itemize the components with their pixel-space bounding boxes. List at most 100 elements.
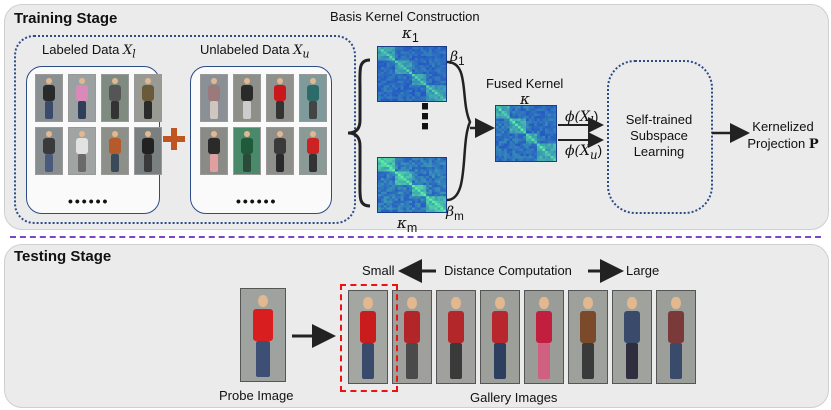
kernel-cell — [406, 178, 410, 181]
kernel-cell — [501, 133, 505, 137]
kernel-cell — [389, 53, 393, 57]
kernel-cell — [429, 78, 433, 82]
kernel-cell — [395, 67, 399, 70]
kernel-cell — [386, 200, 390, 204]
kernel-cell — [409, 158, 413, 161]
kernel-cell — [389, 49, 393, 52]
kernel-cell — [389, 60, 393, 64]
kernel-cell — [409, 169, 413, 172]
kernel-cell — [380, 67, 384, 70]
kernel-cell — [496, 151, 500, 154]
kernel-cell — [395, 47, 399, 50]
kernel-cell — [553, 106, 557, 109]
kernel-cell — [389, 167, 393, 170]
kernel-cell — [409, 62, 413, 66]
kernel-cell — [550, 116, 554, 119]
person-image — [101, 74, 129, 122]
kernel-cell — [409, 60, 413, 64]
kernel-cell — [426, 162, 430, 166]
kernel-cell — [440, 94, 444, 97]
kernel-cell — [440, 176, 444, 179]
kernel-cell — [523, 158, 527, 162]
kernel-cell — [386, 51, 390, 55]
kernel-cell — [431, 98, 435, 102]
kernel-cell — [403, 80, 407, 84]
kernel-cell — [380, 162, 384, 166]
kernel-cell — [423, 160, 427, 163]
kernel-cell — [431, 187, 435, 190]
kernel-cell — [392, 158, 396, 161]
unlabeled-image-grid — [200, 74, 327, 175]
kernel-cell — [395, 187, 399, 190]
kernel-cell — [378, 67, 382, 70]
kernel-cell — [397, 160, 401, 163]
kernel-cell — [523, 141, 527, 144]
kernel-cell — [412, 96, 416, 100]
kernel-cell — [498, 108, 502, 112]
kernel-cell — [528, 143, 532, 147]
kernel-cell — [431, 47, 435, 50]
kernel-cell — [423, 51, 427, 55]
kernel-cell — [550, 123, 554, 127]
kernel-cell — [412, 189, 416, 193]
kernel-cell — [426, 180, 430, 184]
kernel-cell — [414, 56, 418, 59]
kernel-cell — [431, 178, 435, 181]
kernel-cell — [392, 189, 396, 193]
kernel-cell — [434, 158, 438, 161]
kernel-cell — [409, 76, 413, 79]
kernel-cell — [414, 189, 418, 193]
kernel-cell — [400, 49, 404, 52]
kernel-cell — [429, 200, 433, 204]
kernel-cell — [420, 189, 424, 193]
kernel-cell — [423, 71, 427, 75]
kernel-cell — [440, 194, 444, 197]
kernel-cell — [443, 62, 447, 66]
kernel-cell — [403, 182, 407, 186]
kernel-cell — [406, 85, 410, 88]
kernel-cell — [520, 153, 524, 157]
kernel-cell — [392, 71, 396, 75]
kernel-cell — [431, 162, 435, 166]
kernel-cell — [414, 180, 418, 184]
kernel-cell — [512, 148, 516, 152]
kernel-cell — [417, 180, 421, 184]
kernel-cell — [547, 151, 551, 154]
kernel-cell — [403, 185, 407, 188]
kernel-cell — [429, 69, 433, 73]
kernel-cell — [403, 98, 407, 102]
kernel-cell — [539, 131, 543, 134]
kernel-cell — [423, 164, 427, 168]
kernel-cell — [523, 146, 527, 149]
kernel-cell — [420, 83, 424, 86]
kernel-cell — [389, 196, 393, 199]
kernel-cell — [443, 71, 447, 75]
kernel-cell — [545, 118, 549, 122]
kernel-cell — [378, 58, 382, 61]
kernel-cell — [383, 96, 387, 100]
kernel-cell — [498, 148, 502, 152]
kernel-cell — [420, 194, 424, 197]
kernel-cell — [515, 156, 519, 159]
kernel-cell — [520, 131, 524, 134]
kernel-cell — [434, 51, 438, 55]
kernel-cell — [429, 185, 433, 188]
kernel-cell — [403, 164, 407, 168]
kernel-cell — [434, 69, 438, 73]
kernel-cell — [378, 92, 382, 95]
kernel-cell — [498, 118, 502, 122]
kernel-cell — [498, 111, 502, 114]
kernel-cell — [539, 116, 543, 119]
kernel-cell — [531, 136, 535, 139]
kernel-cell — [531, 106, 535, 109]
kernel-cell — [383, 83, 387, 86]
kernel-cell — [440, 158, 444, 161]
kernel-cell — [423, 56, 427, 59]
unlabeled-data-label: Unlabeled Data Xu — [200, 42, 310, 61]
kernel-cell — [429, 56, 433, 59]
kernel-cell — [403, 47, 407, 50]
kernel-cell — [397, 89, 401, 93]
kernel-cell — [553, 158, 557, 162]
kernel-cell — [412, 69, 416, 73]
kernel-cell — [512, 138, 516, 142]
